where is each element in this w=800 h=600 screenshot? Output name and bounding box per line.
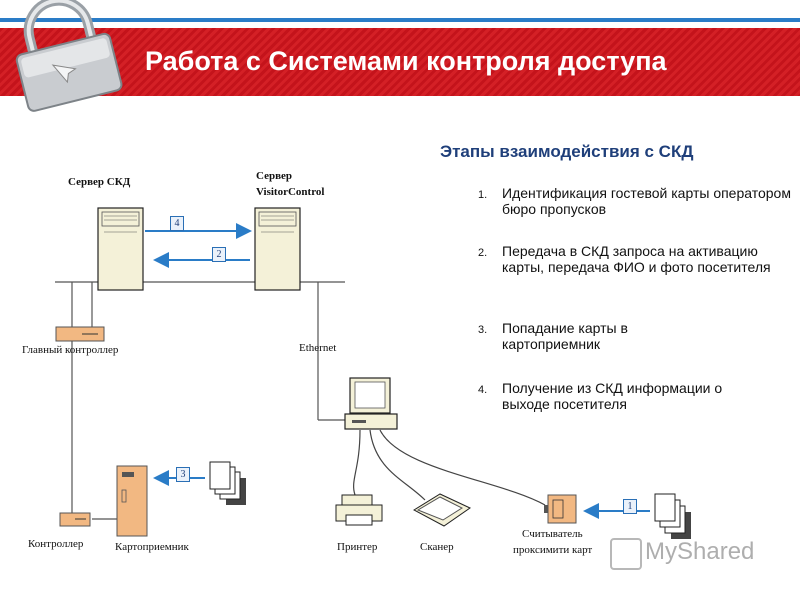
arrow-label-3: 3 (176, 467, 190, 482)
card-receiver-icon (116, 465, 148, 537)
reader-label-line2: проксимити карт (513, 544, 593, 556)
arrow-label-4: 4 (170, 216, 184, 231)
server-vc-label-line1: Сервер (256, 170, 293, 182)
scanner-icon (412, 493, 472, 527)
printer-label: Принтер (337, 541, 378, 553)
top-accent-line (0, 18, 800, 22)
watermark-icon (610, 538, 642, 570)
step-number: 3. (478, 324, 488, 336)
step-number: 1. (478, 189, 488, 201)
title-banner (0, 28, 800, 96)
steps-heading: Этапы взаимодействия с СКД (440, 142, 694, 161)
step-text: Получение из СКД информации о выходе пос… (502, 380, 723, 412)
scanner-label: Сканер (420, 541, 454, 553)
padlock-icon (15, 0, 123, 112)
arrow-label-1: 1 (623, 499, 637, 514)
card-stack-icon (209, 461, 246, 505)
main-controller-label: Главный контроллер (22, 344, 119, 356)
server-vc-label-line2: VisitorControl (256, 186, 325, 198)
server-skd-icon (97, 207, 144, 291)
step-number: 2. (478, 247, 488, 259)
controller-label: Контроллер (28, 538, 84, 550)
computer-icon (344, 377, 398, 430)
step-text: Передача в СКД запроса на активацию карт… (502, 243, 771, 275)
card-receiver-label: Картоприемник (115, 541, 189, 553)
server-skd-label: Сервер СКД (68, 176, 131, 188)
printer-icon (335, 494, 383, 526)
ethernet-label: Ethernet (299, 342, 337, 354)
watermark-text: MyShared (645, 538, 755, 565)
card-stack-icon (654, 493, 691, 539)
page-title: Работа с Системами контроля доступа (145, 46, 667, 76)
step-text: Идентификация гостевой карты оператором … (502, 185, 791, 217)
step-text: Попадание карты в картоприемник (502, 320, 628, 352)
main-controller-icon (55, 326, 105, 342)
proximity-reader-icon (544, 494, 577, 524)
reader-label-line1: Считыватель (522, 528, 583, 540)
server-visitorcontrol-icon (254, 207, 301, 291)
arrow-label-2: 2 (212, 247, 226, 262)
step-number: 4. (478, 384, 488, 396)
